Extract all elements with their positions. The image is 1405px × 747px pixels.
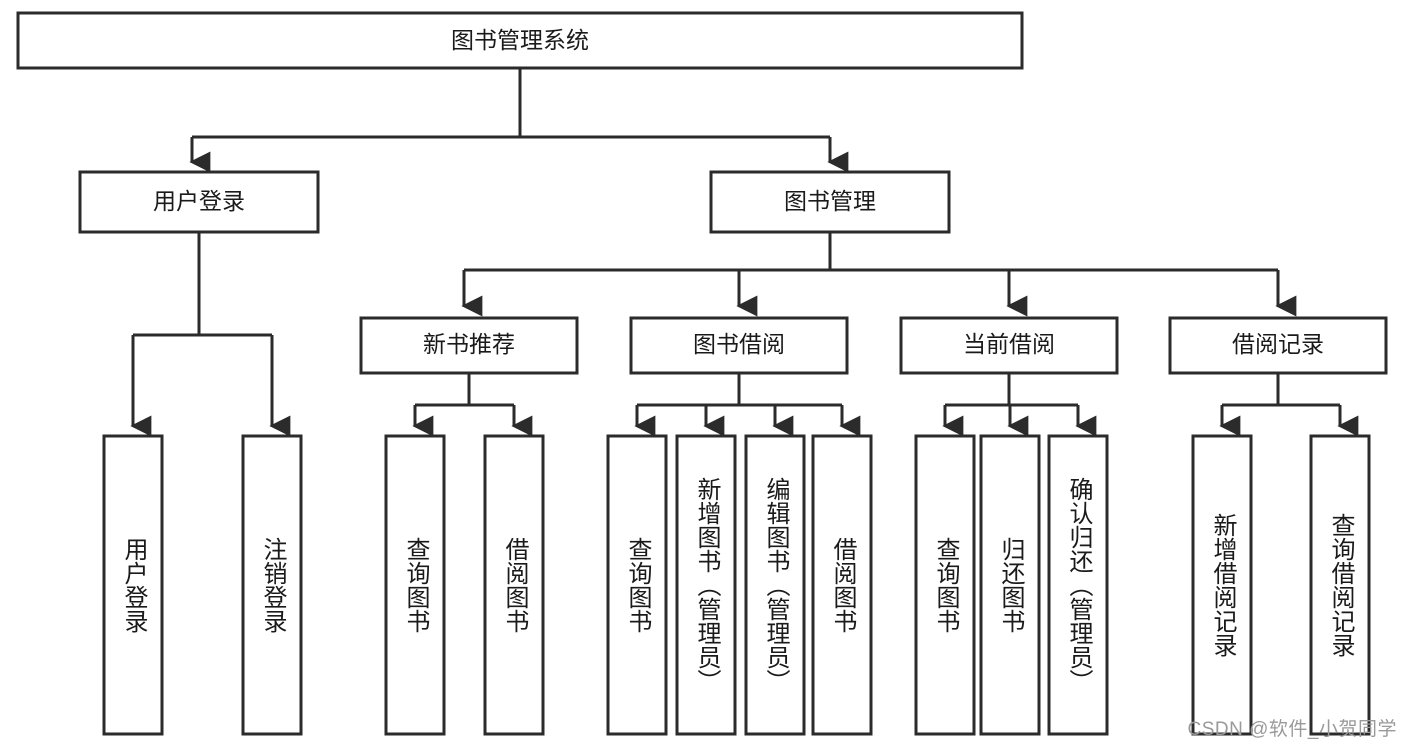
node-book-borrow-label: 图书借阅	[693, 331, 785, 357]
leaf-box-book-borrow-0[interactable]	[606, 434, 668, 736]
connector-newbook-to-leaves	[412, 373, 533, 437]
node-current-borrow-label: 当前借阅	[963, 331, 1055, 357]
leaf-box-user-login-1[interactable]	[241, 434, 303, 736]
node-borrow-record[interactable]: 借阅记录	[1168, 316, 1388, 375]
csdn-watermark: CSDN @软件_小贺同学	[1187, 719, 1397, 740]
connector-borrowrecord-to-leaves	[1219, 373, 1359, 437]
leaf-box-book-borrow-2[interactable]	[744, 434, 806, 736]
node-borrow-record-label: 借阅记录	[1232, 331, 1324, 357]
leaf-box-current-borrow-1[interactable]	[979, 434, 1041, 736]
node-root[interactable]: 图书管理系统	[16, 11, 1024, 70]
leaf-box-book-borrow-1[interactable]	[675, 434, 737, 736]
node-root-label: 图书管理系统	[451, 27, 589, 53]
connector-bookborrow-to-leaves	[634, 373, 861, 437]
leaf-box-book-borrow-3[interactable]	[811, 434, 873, 736]
node-book-borrow[interactable]: 图书借阅	[629, 316, 849, 375]
node-user-login[interactable]: 用户登录	[78, 170, 320, 234]
leaf-box-user-login-0[interactable]	[102, 434, 164, 736]
connector-root-to-level2	[189, 68, 849, 173]
leaf-box-new-book-0[interactable]	[384, 434, 446, 736]
node-new-book-recommend[interactable]: 新书推荐	[359, 316, 579, 375]
node-book-management[interactable]: 图书管理	[709, 170, 951, 234]
node-new-book-recommend-label: 新书推荐	[423, 331, 515, 357]
leaf-box-current-borrow-2[interactable]	[1047, 434, 1109, 736]
node-book-management-label: 图书管理	[784, 188, 876, 214]
leaf-box-borrow-record-1[interactable]	[1309, 434, 1371, 736]
node-current-borrow[interactable]: 当前借阅	[899, 316, 1119, 375]
connector-currentborrow-to-leaves	[942, 373, 1097, 437]
leaf-box-borrow-record-0[interactable]	[1191, 434, 1253, 736]
leaf-box-new-book-1[interactable]	[483, 434, 545, 736]
connector-bookmgmt-to-level3	[461, 232, 1297, 317]
connector-userlogin-to-leaves	[130, 232, 291, 437]
node-user-login-label: 用户登录	[153, 188, 245, 214]
leaf-box-current-borrow-0[interactable]	[914, 434, 976, 736]
